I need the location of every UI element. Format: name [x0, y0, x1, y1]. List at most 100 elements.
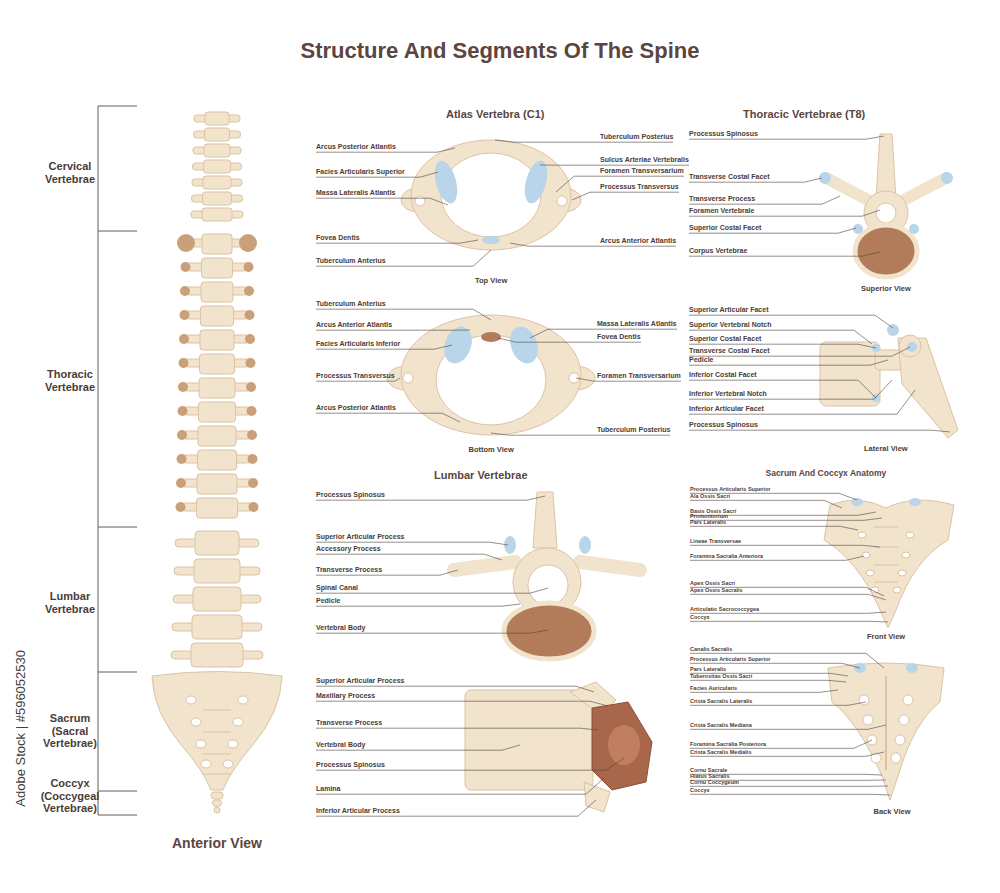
rib-facet — [245, 334, 255, 344]
leader-line — [689, 347, 910, 356]
transverse-process — [580, 562, 640, 570]
leader-line — [690, 621, 888, 623]
thoracic-vertebra — [201, 306, 234, 326]
sacral-foramen — [233, 718, 243, 726]
part-label: Inferior Vertebral Notch — [689, 390, 767, 398]
transverse-ridge — [203, 732, 231, 733]
part-label: Foramen Vertebrale — [689, 207, 754, 215]
rib-facet — [176, 478, 186, 488]
cervical-vertebra — [203, 192, 232, 205]
leader-line — [316, 330, 470, 331]
part-label: Coccyx — [690, 614, 710, 620]
cervical-vertebra — [205, 112, 229, 125]
part-label: Cornu Sacrale — [690, 767, 727, 773]
section-heading: Thoracic Vertebrae (T8) — [743, 108, 865, 121]
segment-label: Lumbar Vertebrae — [37, 590, 103, 615]
median-crest — [885, 676, 887, 770]
cervical-vertebra — [202, 208, 232, 221]
part-label: Coccyx — [690, 787, 710, 793]
articular-facet — [909, 498, 921, 506]
transverse-process — [900, 178, 946, 202]
part-label: Transverse Process — [316, 566, 382, 574]
transverse-process — [899, 335, 921, 357]
rib-facet — [178, 406, 188, 416]
costal-facet — [907, 342, 917, 352]
part-label: Apex Ossis Sacri — [690, 580, 735, 586]
part-label: Superior Articular Process — [316, 533, 404, 541]
cervical-vertebra — [204, 144, 230, 157]
articular-facet — [504, 536, 516, 554]
vertebral-body — [504, 603, 594, 659]
thoracic-vertebra — [198, 450, 237, 470]
sacral-foramen — [891, 753, 901, 763]
part-label: Crista Sacralis Mediana — [690, 722, 752, 728]
view-label: Lateral View — [864, 445, 908, 454]
rib-facet — [239, 234, 257, 252]
spinous-process — [876, 134, 896, 200]
bracket-tick — [98, 231, 137, 232]
part-label: Superior Costal Facet — [689, 335, 761, 343]
part-label: Inferior Costal Facet — [689, 371, 757, 379]
articular-facet — [431, 158, 462, 206]
rib-facet — [249, 502, 259, 512]
lumbar-vertebra — [195, 531, 239, 555]
leader-line — [689, 380, 876, 398]
cervical-vertebra — [203, 176, 231, 189]
leader-line — [316, 800, 596, 816]
leader-line — [316, 728, 598, 730]
rib-facet — [177, 454, 187, 464]
atlas-ring — [411, 140, 571, 250]
sacral-foramen — [859, 695, 869, 705]
part-label: Arcus Posterior Atlantis — [316, 143, 396, 151]
leader-line — [689, 315, 893, 328]
part-label: Inferior Articular Process — [316, 807, 400, 815]
part-label: Pedicle — [689, 356, 714, 364]
sacral-foramen — [893, 587, 901, 593]
part-label: Ala Ossis Sacri — [690, 493, 730, 499]
thoracic-vertebra — [200, 330, 234, 350]
leader-line — [316, 250, 491, 266]
articular-facet — [579, 536, 591, 554]
articular-facet — [906, 663, 918, 673]
part-label: Accessory Process — [316, 545, 381, 553]
rib-facet — [176, 502, 186, 512]
fovea-dentis — [481, 332, 501, 342]
rib-facet — [248, 454, 258, 464]
leader-line — [690, 794, 890, 796]
part-label: Apex Ossis Sacralis — [690, 587, 743, 593]
segment-label: Coccyx (Coccygeal Vertebrae) — [37, 777, 103, 815]
part-label: Foramina Sacralia Posteriora — [690, 741, 766, 747]
lumbar-vertebra — [194, 559, 240, 583]
part-label: Foramen Transversarium — [597, 372, 681, 380]
spinous-process — [608, 725, 640, 765]
bracket-tick — [98, 106, 137, 107]
costal-facet — [909, 224, 919, 234]
sacral-foramen — [863, 715, 873, 725]
part-label: Spinal Canal — [316, 584, 358, 592]
articular-facet — [439, 323, 476, 368]
part-label: Cornu Coccygeum — [690, 779, 739, 785]
view-label: Superior View — [861, 285, 911, 294]
bracket-tick — [98, 791, 137, 792]
rib-facet — [178, 382, 188, 392]
thoracic-vertebra — [199, 402, 236, 422]
part-label: Arcus Anterior Atlantis — [316, 321, 392, 329]
part-label: Hiatus Sacralis — [690, 773, 729, 779]
leader-line — [316, 778, 604, 794]
rib-facet — [244, 286, 254, 296]
watermark: Adobe Stock | #596052530 — [14, 650, 29, 807]
sacral-foramen — [201, 760, 211, 768]
part-label: Processus Transversus — [316, 372, 395, 380]
part-label: Lineae Transversae — [690, 538, 741, 544]
foramen-transversarium — [557, 196, 567, 206]
vertebral-body — [465, 690, 593, 790]
sacral-foramen — [862, 552, 870, 558]
part-label: Tuberculum Anterius — [316, 300, 386, 308]
foramen-transversarium — [415, 196, 425, 206]
rib-facet — [180, 310, 190, 320]
leader-line — [690, 594, 886, 600]
leader-line — [316, 198, 448, 205]
rib-facet — [247, 406, 257, 416]
leader-line — [491, 433, 670, 435]
sacrum — [824, 500, 954, 628]
